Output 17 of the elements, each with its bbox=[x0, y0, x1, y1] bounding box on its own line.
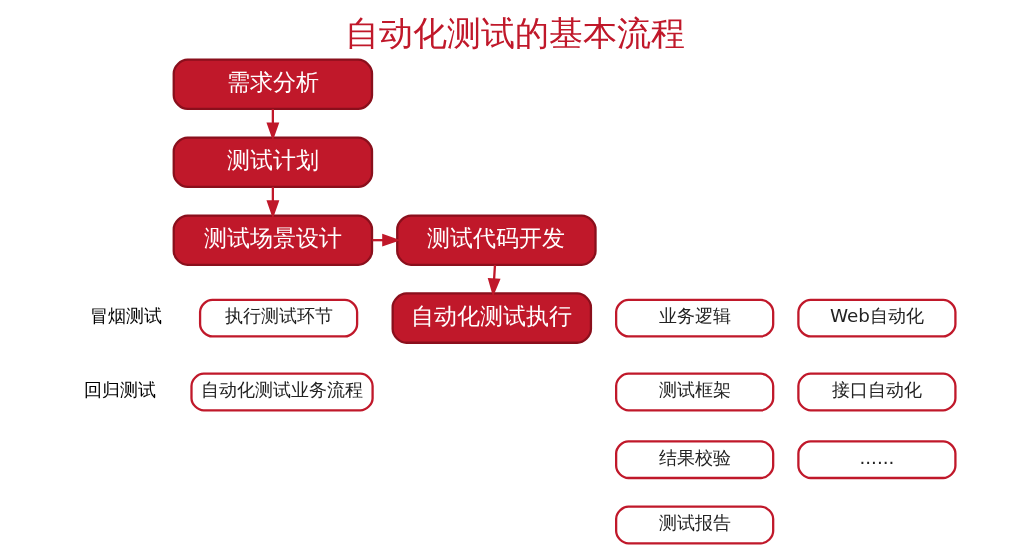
node-box: 测试计划 bbox=[172, 136, 374, 189]
node-box: 自动化测试业务流程 bbox=[190, 372, 374, 412]
node-box: 执行测试环节 bbox=[198, 298, 359, 338]
node-box: ...... bbox=[797, 440, 957, 480]
node-box: 测试场景设计 bbox=[172, 214, 374, 266]
node-box: 测试框架 bbox=[615, 372, 775, 412]
label: 冒烟测试 bbox=[90, 305, 163, 327]
node-box: 需求分析 bbox=[172, 58, 374, 111]
node-box: 自动化测试执行 bbox=[391, 292, 593, 344]
node-box: 测试代码开发 bbox=[396, 214, 597, 266]
diagram-title: 自动化测试的基本流程 bbox=[345, 12, 685, 53]
label: 回归测试 bbox=[84, 379, 157, 401]
node-box: Web自动化 bbox=[797, 298, 957, 338]
node-box: 接口自动化 bbox=[797, 372, 957, 412]
node-box: 结果校验 bbox=[615, 440, 775, 480]
node-box: 测试报告 bbox=[615, 505, 775, 545]
node-box: 业务逻辑 bbox=[615, 298, 775, 338]
